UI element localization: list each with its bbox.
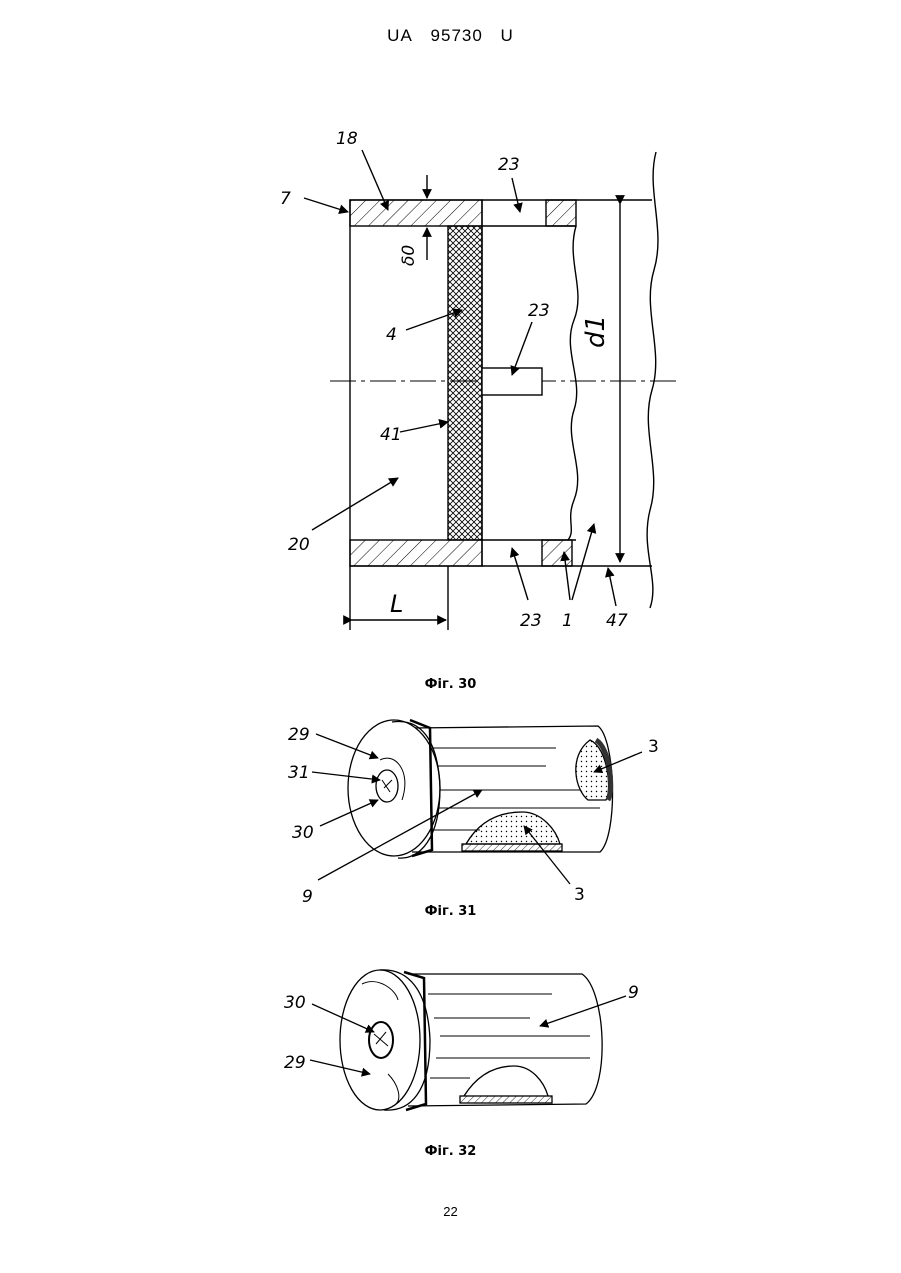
fig30-label-4: 4 xyxy=(386,325,397,345)
figure-32-caption: Фіг. 32 xyxy=(0,1144,901,1159)
fig30-label-7: 7 xyxy=(280,189,291,209)
figure-32-drawing: 30 29 9 xyxy=(0,960,901,1140)
fig31-label-3-top: 3 xyxy=(648,737,659,757)
fig30-label-23-mid: 23 xyxy=(528,301,550,321)
cylinder-section xyxy=(304,150,676,630)
fig32-label-9: 9 xyxy=(628,983,639,1003)
fig30-label-47: 47 xyxy=(606,611,628,631)
fig30-label-1: 1 xyxy=(562,611,573,631)
fig30-label-delta0: δ0 xyxy=(399,245,419,266)
fig31-label-31: 31 xyxy=(288,763,310,783)
cartridge-fig31 xyxy=(312,720,642,884)
fig30-label-18: 18 xyxy=(336,129,358,149)
figure-30-drawing: 18 7 23 δ0 4 23 d1 41 20 L 23 1 47 xyxy=(0,0,901,660)
figure-31-drawing: 29 31 30 9 3 3 xyxy=(0,700,901,920)
figure-30-caption: Фіг. 30 xyxy=(0,677,901,692)
fig31-label-30: 30 xyxy=(292,823,314,843)
fig31-label-29: 29 xyxy=(288,725,310,745)
fig30-label-d1: d1 xyxy=(581,315,611,348)
fig30-label-L: L xyxy=(390,590,403,618)
fig32-label-30: 30 xyxy=(284,993,306,1013)
fig30-label-23-top: 23 xyxy=(498,155,520,175)
figure-31-caption: Фіг. 31 xyxy=(0,904,901,919)
fig32-label-29: 29 xyxy=(284,1053,306,1073)
fig31-label-3-bottom: 3 xyxy=(574,885,585,905)
fig30-label-41: 41 xyxy=(380,425,402,445)
fig30-label-20: 20 xyxy=(288,535,310,555)
fig30-label-23-bottom: 23 xyxy=(520,611,542,631)
page-number: 22 xyxy=(0,1204,901,1219)
cartridge-fig32 xyxy=(310,970,626,1110)
